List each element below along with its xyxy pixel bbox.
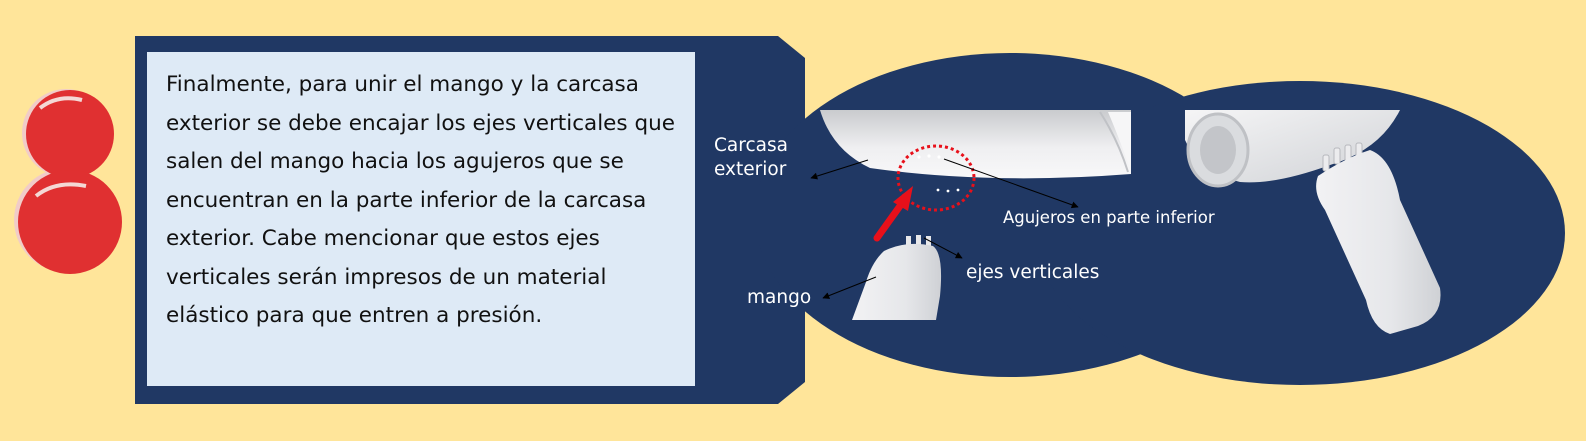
step-number-8 bbox=[14, 89, 122, 274]
highlight-circle bbox=[896, 144, 976, 212]
handle-image bbox=[852, 235, 942, 320]
leader-lines bbox=[810, 158, 1079, 299]
label-mango: mango bbox=[747, 287, 812, 308]
red-arrow-icon bbox=[873, 186, 913, 242]
assembled-image bbox=[1185, 110, 1441, 334]
label-carcasa-exterior: Carcasa exterior bbox=[714, 135, 788, 180]
holes-markers bbox=[917, 154, 960, 193]
label-ejes-verticales: ejes verticales bbox=[966, 262, 1100, 283]
instruction-text: Finalmente, para unir el mango y la carc… bbox=[147, 52, 695, 386]
label-agujeros: Agujeros en parte inferior bbox=[1003, 208, 1215, 227]
shell-image bbox=[820, 110, 1131, 179]
